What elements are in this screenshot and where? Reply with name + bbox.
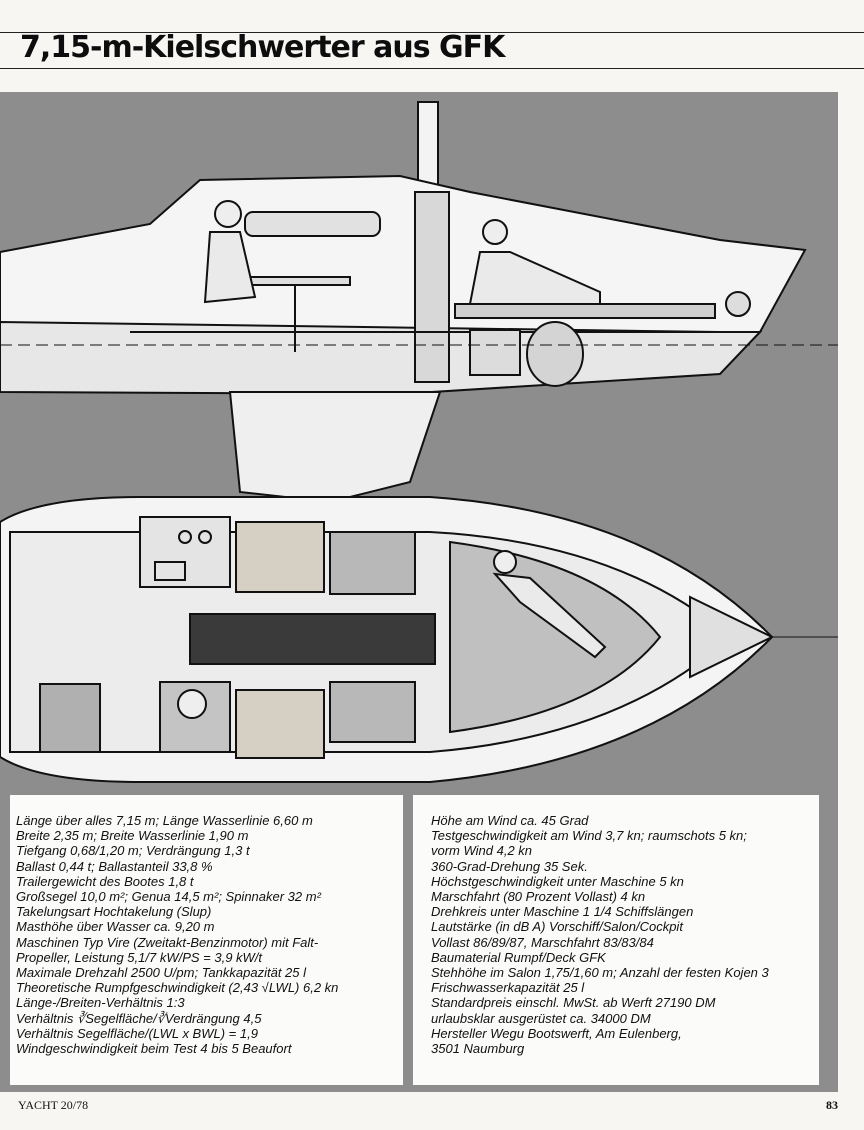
spec-line: urlaubsklar ausgerüstet ca. 34000 DM [431,1010,651,1026]
title-underline [0,68,864,69]
spec-line: Maximale Drehzahl 2500 U/pm; Tankkapazit… [16,965,306,981]
spec-line: Marschfahrt (80 Prozent Vollast) 4 kn [431,889,646,905]
spec-line: Verhältnis ∛Segelfläche/∛Verdrängung 4,5 [16,1010,262,1026]
spec-line: Ballast 0,44 t; Ballastanteil 33,8 % [16,858,213,874]
spec-line: vorm Wind 4,2 kn [431,843,533,859]
spec-line: Frischwasserkapazität 25 l [431,980,585,996]
page-title: 7,15-m-Kielschwerter aus GFK [20,30,505,65]
spec-line: Windgeschwindigkeit beim Test 4 bis 5 Be… [16,1041,292,1057]
spec-line: Masthöhe über Wasser ca. 9,20 m [16,919,215,935]
side-view-drawing [0,101,838,504]
spec-line: Standardpreis einschl. MwSt. ab Werft 27… [431,995,716,1011]
spec-line: Höchstgeschwindigkeit unter Maschine 5 k… [431,873,684,889]
magazine-issue: YACHT 20/78 [18,1098,89,1112]
spec-line: Vollast 86/89/87, Marschfahrt 83/83/84 [431,934,654,950]
spec-line: Propeller, Leistung 5,1/7 kW/PS = 3,9 kW… [16,949,263,965]
spec-line: Höhe am Wind ca. 45 Grad [431,813,589,828]
spec-line: Verhältnis Segelfläche/(LWL x BWL) = 1,9 [16,1025,258,1041]
spec-line: Maschinen Typ Vire (Zweitakt-Benzinmotor… [16,934,319,950]
spec-line: Großsegel 10,0 m²; Genua 14,5 m²; Spinna… [16,889,321,905]
spec-line: Länge über alles 7,15 m; Länge Wasserlin… [16,813,313,828]
spec-line: Takelungsart Hochtakelung (Slup) [16,904,212,920]
specifications-right: Höhe am Wind ca. 45 Grad Testgeschwindig… [413,795,819,1085]
spec-line: Drehkreis unter Maschine 1 1/4 Schiffslä… [431,904,694,920]
spec-line: Tiefgang 0,68/1,20 m; Verdrängung 1,3 t [16,843,250,859]
spec-line: Länge-/Breiten-Verhältnis 1:3 [16,995,185,1011]
spec-line: Hersteller Wegu Bootswerft, Am Eulenberg… [431,1025,682,1041]
spec-line: Baumaterial Rumpf/Deck GFK [431,949,606,965]
spec-line: Theoretische Rumpfgeschwindigkeit (2,43 … [16,980,339,996]
spec-line: Stehhöhe im Salon 1,75/1,60 m; Anzahl de… [431,965,769,981]
spec-line: 3501 Naumburg [431,1041,525,1057]
spec-line: Trailergewicht des Bootes 1,8 t [16,873,194,889]
top-rule [0,32,864,33]
spec-line: Testgeschwindigkeit am Wind 3,7 kn; raum… [431,828,747,844]
spec-line: 360-Grad-Drehung 35 Sek. [431,858,588,874]
page-number: 83 [826,1098,838,1112]
spec-line: Lautstärke (in dB A) Vorschiff/Salon/Coc… [431,919,683,935]
plan-view-drawing [0,496,838,783]
spec-line: Breite 2,35 m; Breite Wasserlinie 1,90 m [16,828,249,844]
specifications-left: Länge über alles 7,15 m; Länge Wasserlin… [10,795,403,1085]
